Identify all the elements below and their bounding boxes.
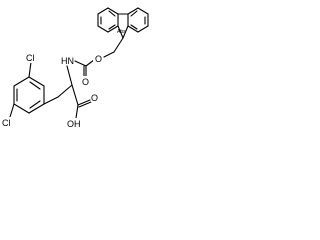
- nh-label: HN: [61, 56, 74, 66]
- chlorine-bonds: [9, 61, 32, 118]
- chlorine-top-label: Cl: [26, 53, 35, 63]
- dichlorophenyl-ring: [13, 76, 45, 114]
- structure-canvas: Abs O O HN O OH Cl Cl: [0, 0, 180, 161]
- oh-label: OH: [67, 119, 81, 129]
- chlorine-left-label: Cl: [2, 118, 11, 128]
- backbone-bonds: [43, 84, 92, 119]
- carbamate-oxygen-label: O: [82, 77, 89, 87]
- fluorene-right-ring: [127, 7, 149, 33]
- fluorene-left-ring: [97, 7, 119, 33]
- fmoc-linker-bonds: [85, 37, 124, 67]
- stereo-abs-label: Abs: [117, 29, 126, 35]
- ester-oxygen-label: O: [95, 54, 102, 64]
- fluorene-five-ring: [117, 13, 129, 39]
- molecule-drawing: Abs O O HN O OH Cl Cl: [2, 7, 149, 129]
- acid-oxygen-label: O: [91, 93, 98, 103]
